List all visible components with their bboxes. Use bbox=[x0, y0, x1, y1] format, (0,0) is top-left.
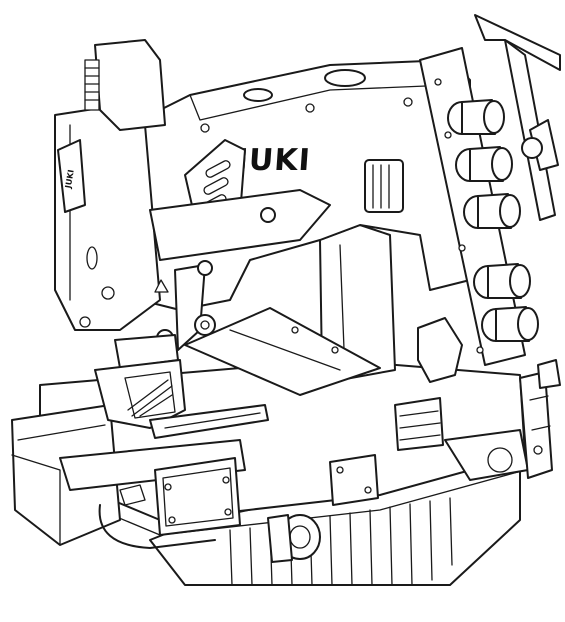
machine-head: JUKI bbox=[54, 39, 169, 331]
thread-stand-arm bbox=[474, 14, 561, 221]
tension-knobs bbox=[447, 99, 539, 342]
brand-logo: JUKI bbox=[234, 143, 312, 178]
take-up-lever bbox=[149, 139, 404, 261]
front-cover bbox=[59, 439, 246, 549]
bed-side-plates bbox=[329, 317, 463, 506]
needle-plate bbox=[149, 307, 381, 439]
tension-panel bbox=[419, 47, 539, 366]
right-side-bracket bbox=[519, 359, 561, 479]
front-knob bbox=[267, 514, 321, 563]
face-badge: JUKI bbox=[63, 169, 75, 190]
machine-arm bbox=[119, 59, 471, 311]
